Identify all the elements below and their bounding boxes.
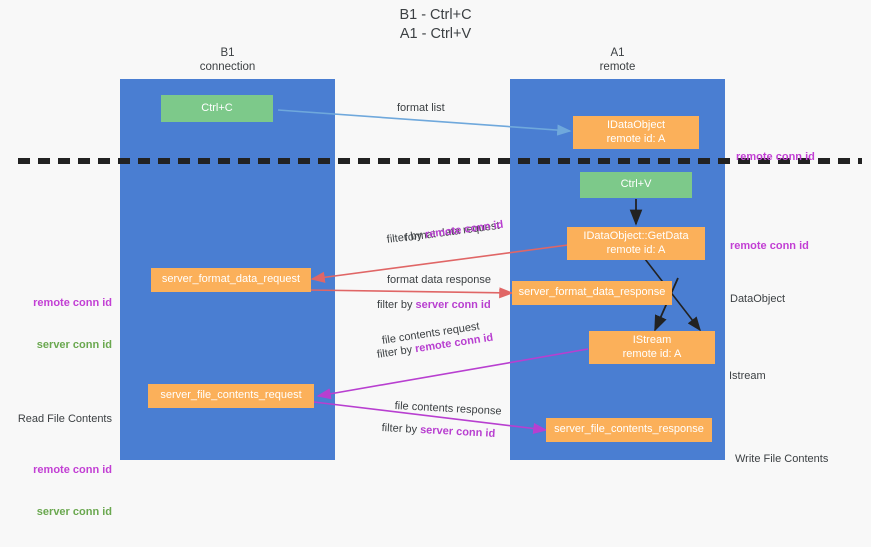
filter-prefix: filter by	[377, 299, 416, 311]
node-ctrl-v-label: Ctrl+V	[620, 178, 652, 191]
annotation-write-file-contents: Write File Contents	[735, 453, 829, 465]
arrow-format-data-response	[307, 287, 514, 299]
filter-prefix: filter by	[381, 421, 421, 436]
node-istream-sub: remote id: A	[622, 347, 682, 360]
annotation-remote-conn-id: remote conn id	[736, 151, 815, 163]
edge-label-file-contents-response: file contents response	[394, 399, 502, 418]
annotation-right-write-file-contents: Write File Contents	[735, 424, 828, 494]
node-server-format-data-request[interactable]: server_format_data_request	[151, 268, 311, 292]
node-idataobject[interactable]: IDataObject remote id: A	[573, 116, 699, 149]
lane-header-b1: B1 connection	[199, 47, 256, 73]
diagram-canvas: B1 - Ctrl+C A1 - Ctrl+V B1 connection A1…	[0, 7, 862, 518]
lane-header-a1: A1 remote	[599, 47, 636, 73]
annotation-istream: Istream	[729, 370, 766, 382]
node-istream-label: IStream	[632, 334, 672, 346]
node-getdata-label: IDataObject::GetData	[583, 230, 689, 242]
filter-server-conn-id: server conn id	[415, 299, 491, 311]
edge-label-file-contents-response-filter: filter by server conn id	[381, 421, 495, 441]
node-ctrl-v[interactable]: Ctrl+V	[580, 172, 692, 198]
annotation-remote-conn-id: remote conn id	[730, 240, 809, 252]
node-server-format-data-response-label: server_format_data_response	[518, 286, 666, 299]
node-server-file-contents-response[interactable]: server_file_contents_response	[546, 418, 712, 442]
node-server-format-data-request-label: server_format_data_request	[161, 273, 301, 286]
node-idataobject-sub: remote id: A	[606, 132, 666, 145]
node-server-file-contents-request[interactable]: server_file_contents_request	[148, 384, 314, 408]
filter-server-conn-id: server conn id	[419, 424, 496, 440]
annotation-right-getdata: remote conn id DataObject	[730, 211, 809, 334]
edge-label-format-list: format list	[397, 102, 445, 114]
node-server-file-contents-response-label: server_file_contents_response	[554, 423, 704, 436]
annotation-left-read: Read File Contents remote conn id server…	[0, 384, 112, 547]
edge-label-format-data-response: format data response	[387, 274, 491, 286]
node-ctrl-c-label: Ctrl+C	[201, 101, 233, 114]
node-ctrl-c[interactable]: Ctrl+C	[161, 95, 273, 122]
annotation-remote-conn-id: remote conn id	[33, 297, 112, 309]
annotation-server-conn-id: server conn id	[36, 339, 112, 351]
node-istream[interactable]: IStream remote id: A	[589, 331, 715, 364]
annotation-right-top: remote conn id	[736, 122, 815, 192]
annotation-left-format: remote conn id server conn id	[0, 268, 112, 380]
annotation-dataobject: DataObject	[730, 293, 786, 305]
node-idataobject-label: IDataObject	[606, 119, 666, 131]
node-getdata-sub: remote id: A	[606, 243, 666, 256]
node-server-file-contents-request-label: server_file_contents_request	[160, 389, 302, 402]
node-idataobject-getdata[interactable]: IDataObject::GetData remote id: A	[567, 227, 705, 260]
annotation-read-file-contents: Read File Contents	[17, 413, 112, 425]
annotation-remote-conn-id: remote conn id	[33, 464, 112, 476]
annotation-server-conn-id: server conn id	[36, 506, 112, 518]
page-title: B1 - Ctrl+C A1 - Ctrl+V	[399, 7, 472, 42]
node-server-format-data-response[interactable]: server_format_data_response	[512, 281, 672, 305]
edge-label-format-data-response-filter: filter by server conn id	[377, 298, 491, 312]
annotation-right-istream: Istream	[729, 341, 766, 411]
